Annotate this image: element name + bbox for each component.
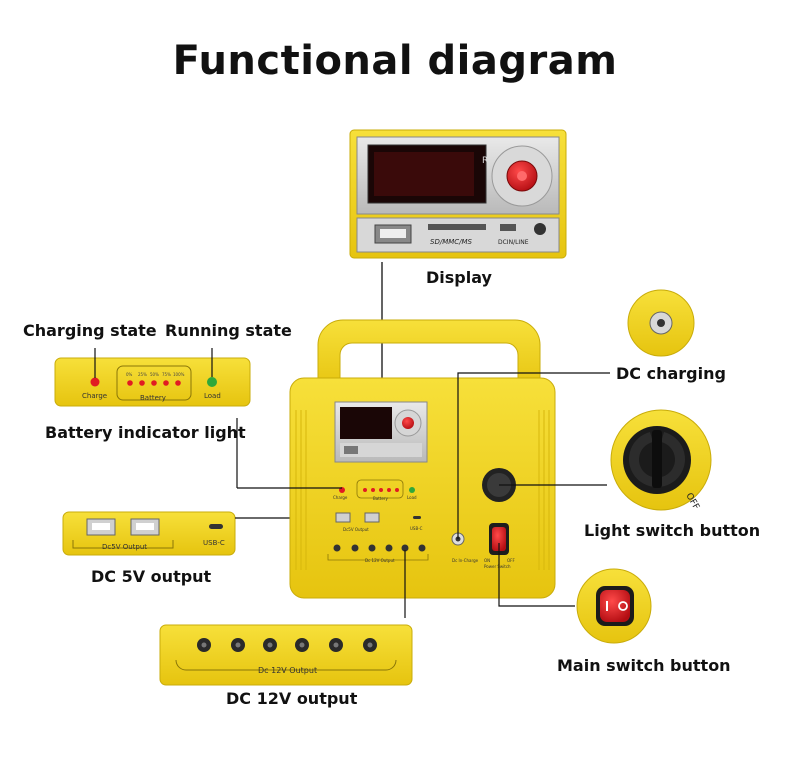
sd-slot-label: SD/MMC/MS (430, 238, 473, 246)
device-dc5v-label: Dc5V Output (343, 527, 369, 532)
label-dc5v-output: DC 5V output (91, 567, 212, 586)
label-running-state: Running state (165, 321, 292, 340)
battery-led-3 (151, 380, 157, 386)
dc5v-panel: Dc5V Output USB-C (62, 511, 236, 556)
device-off-label: OFF (507, 558, 515, 563)
charge-led (90, 377, 100, 387)
label-dc12v-output: DC 12V output (226, 689, 358, 708)
svg-text:R: R (482, 156, 488, 166)
battery-led-2 (139, 380, 145, 386)
device-power-switch-label: Power Switch (484, 564, 511, 569)
device-dc-in-label: Dc In-Charge (452, 558, 479, 563)
battery-level-0: 0% (126, 372, 133, 377)
indicator-panel: Charge Load Battery 0% 25% 50% 75% 100% (54, 357, 251, 407)
light-switch-knob: OFF (610, 409, 712, 512)
main-switch-rocker (576, 568, 652, 644)
battery-level-4: 100% (173, 372, 185, 377)
display-panel: R SD/MMC/MS DCIN/LINE (349, 129, 567, 259)
battery-led-4 (163, 380, 169, 386)
device-charge-label: Charge (333, 495, 348, 500)
label-dc-charging: DC charging (616, 364, 726, 383)
label-display: Display (426, 268, 492, 287)
battery-level-1: 25% (138, 372, 147, 377)
label-charging-state: Charging state (23, 321, 157, 340)
device-load-label: Load (407, 495, 417, 500)
load-led (207, 377, 217, 387)
device-usbc-label: USB-C (410, 526, 423, 531)
battery-led-1 (127, 380, 133, 386)
label-light-switch: Light switch button (584, 521, 761, 540)
usb-c-label: USB-C (203, 539, 225, 547)
load-led-label: Load (204, 392, 221, 400)
battery-level-2: 50% (150, 372, 159, 377)
battery-led-5 (175, 380, 181, 386)
dc12v-panel: Dc 12V Output (159, 624, 413, 686)
dcin-line-label: DCIN/LINE (498, 239, 529, 246)
battery-level-3: 75% (162, 372, 171, 377)
diagram-title: Functional diagram (172, 38, 618, 84)
solar-generator-device: Charge Battery Load Dc5V Output USB-C Dc… (289, 319, 556, 599)
dc-charging-port (627, 289, 695, 357)
dc12v-panel-label: Dc 12V Output (258, 666, 317, 675)
label-battery-indicator: Battery indicator light (45, 423, 246, 442)
dc5v-panel-label: Dc5V Output (102, 543, 147, 551)
device-dc12v-label: Dc 12V Output (365, 558, 395, 563)
battery-led-label: Battery (140, 394, 166, 402)
charge-led-label: Charge (82, 392, 107, 400)
label-main-switch: Main switch button (557, 656, 731, 675)
device-on-label: ON (484, 558, 490, 563)
device-battery-label: Battery (373, 496, 388, 501)
